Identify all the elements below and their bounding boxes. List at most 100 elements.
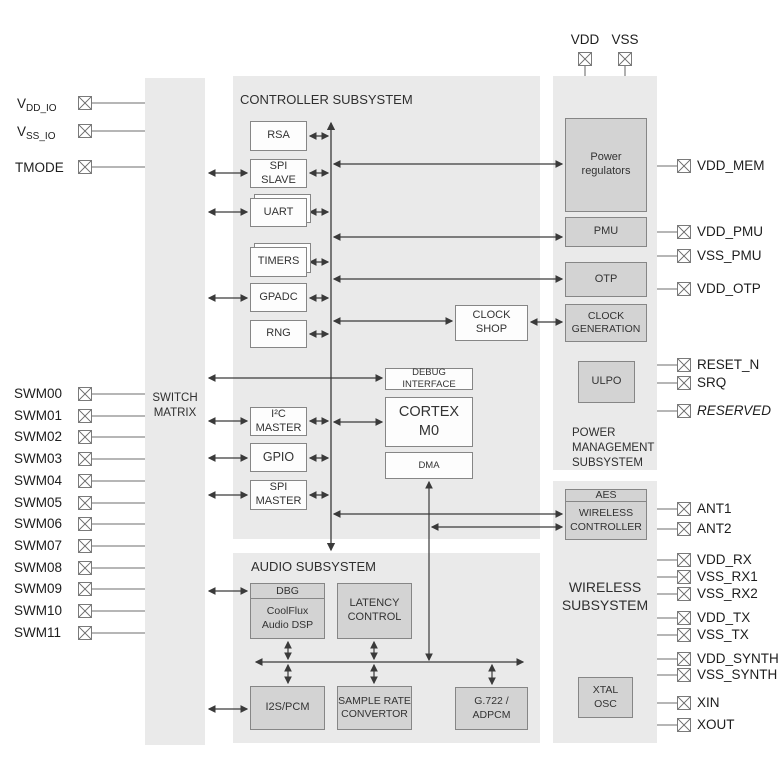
pin-label-vdd-mem: VDD_MEM [697,158,765,173]
pin-label-ant1: ANT1 [697,501,732,516]
pin-pad-tmode [78,160,92,174]
controller-subsystem-title: CONTROLLER SUBSYSTEM [240,92,413,107]
gpio-box: GPIO [250,443,307,472]
rng-box: RNG [250,320,307,348]
timers-box: TIMERS [250,247,307,277]
wireless-controller-box: WIRELESS CONTROLLER [565,501,647,540]
pin-pad-reserved [677,404,691,418]
pin-pad-swm02 [78,430,92,444]
otp-box: OTP [565,262,647,297]
pin-label-swm02: SWM02 [14,429,63,444]
pin-label-vss: VSS [611,32,639,47]
pin-label-swm01: SWM01 [14,408,63,423]
pin-pad-vss-pmu [677,249,691,263]
gpadc-box: GPADC [250,283,307,312]
pin-pad-swm03 [78,452,92,466]
power-subsystem-title: POWER MANAGEMENT SUBSYSTEM [572,427,655,469]
pin-pad-vdd [578,52,592,66]
pin-pad-swm09 [78,582,92,596]
g722-adpcm-box: G.722 / ADPCM [455,687,528,730]
coolflux-audio-dsp-box: CoolFlux Audio DSP [250,598,325,639]
rsa-box: RSA [250,121,307,151]
pin-pad-swm07 [78,539,92,553]
pin-label-swm09: SWM09 [14,581,63,596]
pin-pad-swm06 [78,517,92,531]
pin-label-swm00: SWM00 [14,386,63,401]
pin-label-swm07: SWM07 [14,538,63,553]
pin-pad-swm00 [78,387,92,401]
clock-generation-box: CLOCK GENERATION [565,304,647,342]
dma-box: DMA [385,452,473,479]
pin-label-reserved: RESERVED [697,403,772,418]
pin-label-vss-tx: VSS_TX [697,627,749,642]
pin-pad-vss [618,52,632,66]
uart-box: UART [250,198,307,227]
pin-pad-swm01 [78,409,92,423]
pin-label-vdd-rx: VDD_RX [697,552,752,567]
power-regulators-box: Power regulators [565,118,647,212]
audio-subsystem-title: AUDIO SUBSYSTEM [251,559,376,574]
wireless-subsystem-title: WIRELESS SUBSYSTEM [561,579,649,614]
pin-label-vdd-tx: VDD_TX [697,610,751,625]
pin-label-vdd-synth: VDD_SYNTH [697,651,779,666]
clock-shop-box: CLOCK SHOP [455,305,528,341]
pin-pad-xin [677,696,691,710]
pin-label-swm11: SWM11 [14,625,62,640]
pin-pad-vdd-pmu [677,225,691,239]
pin-pad-swm11 [78,626,92,640]
pin-label-srq: SRQ [697,375,727,390]
pin-pad-vss-io [78,124,92,138]
i2c-master-box: I²C MASTER [250,407,307,436]
pin-label-tmode: TMODE [15,160,64,175]
pin-pad-vss-rx1 [677,570,691,584]
pin-label-vdd-pmu: VDD_PMU [697,224,764,239]
pin-label-swm04: SWM04 [14,473,63,488]
pin-pad-vss-synth [677,668,691,682]
pin-label-vdd-io: VDD_IO [17,96,57,114]
pin-label-xin: XIN [697,695,720,710]
pin-label-swm05: SWM05 [14,495,63,510]
pin-pad-vdd-mem [677,159,691,173]
latency-control-box: LATENCY CONTROL [337,583,412,639]
pin-pad-vss-rx2 [677,587,691,601]
pin-label-swm03: SWM03 [14,451,63,466]
pin-label-vss-pmu: VSS_PMU [697,248,762,263]
cortex-m0-box: CORTEX M0 [385,397,473,447]
ulpo-box: ULPO [578,361,635,403]
pin-label-vdd-otp: VDD_OTP [697,281,761,296]
pin-pad-vss-tx [677,628,691,642]
pmu-box: PMU [565,217,647,247]
pin-label-vss-io: VSS_IO [17,124,56,142]
spi-master-box: SPI MASTER [250,480,307,510]
pin-label-xout: XOUT [697,717,735,732]
sample-rate-convertor-box: SAMPLE RATE CONVERTOR [337,686,412,730]
pin-pad-vdd-io [78,96,92,110]
spi-slave-box: SPI SLAVE [250,159,307,188]
pin-label-ant2: ANT2 [697,521,732,536]
pin-pad-ant1 [677,502,691,516]
pin-pad-srq [677,376,691,390]
pin-pad-xout [677,718,691,732]
pin-pad-vdd-rx [677,553,691,567]
pin-pad-swm05 [78,496,92,510]
pin-label-swm08: SWM08 [14,560,63,575]
pin-pad-ant2 [677,522,691,536]
pin-label-reset-n: RESET_N [697,357,760,372]
pin-pad-swm10 [78,604,92,618]
pin-label-vss-synth: VSS_SYNTH [697,667,778,682]
xtal-osc-box: XTAL OSC [578,677,633,718]
switch-matrix-block [145,78,205,745]
pin-pad-swm08 [78,561,92,575]
debug-interface-box: DEBUG INTERFACE [385,367,473,390]
switch-matrix-label: SWITCH MATRIX [152,392,198,419]
pin-label-swm06: SWM06 [14,516,63,531]
pin-pad-vdd-otp [677,282,691,296]
pin-pad-vdd-tx [677,611,691,625]
pin-pad-reset-n [677,358,691,372]
pin-label-swm10: SWM10 [14,603,63,618]
pin-pad-vdd-synth [677,652,691,666]
pin-label-vdd: VDD [570,32,600,47]
pin-pad-swm04 [78,474,92,488]
pin-label-vss-rx2: VSS_RX2 [697,586,758,601]
